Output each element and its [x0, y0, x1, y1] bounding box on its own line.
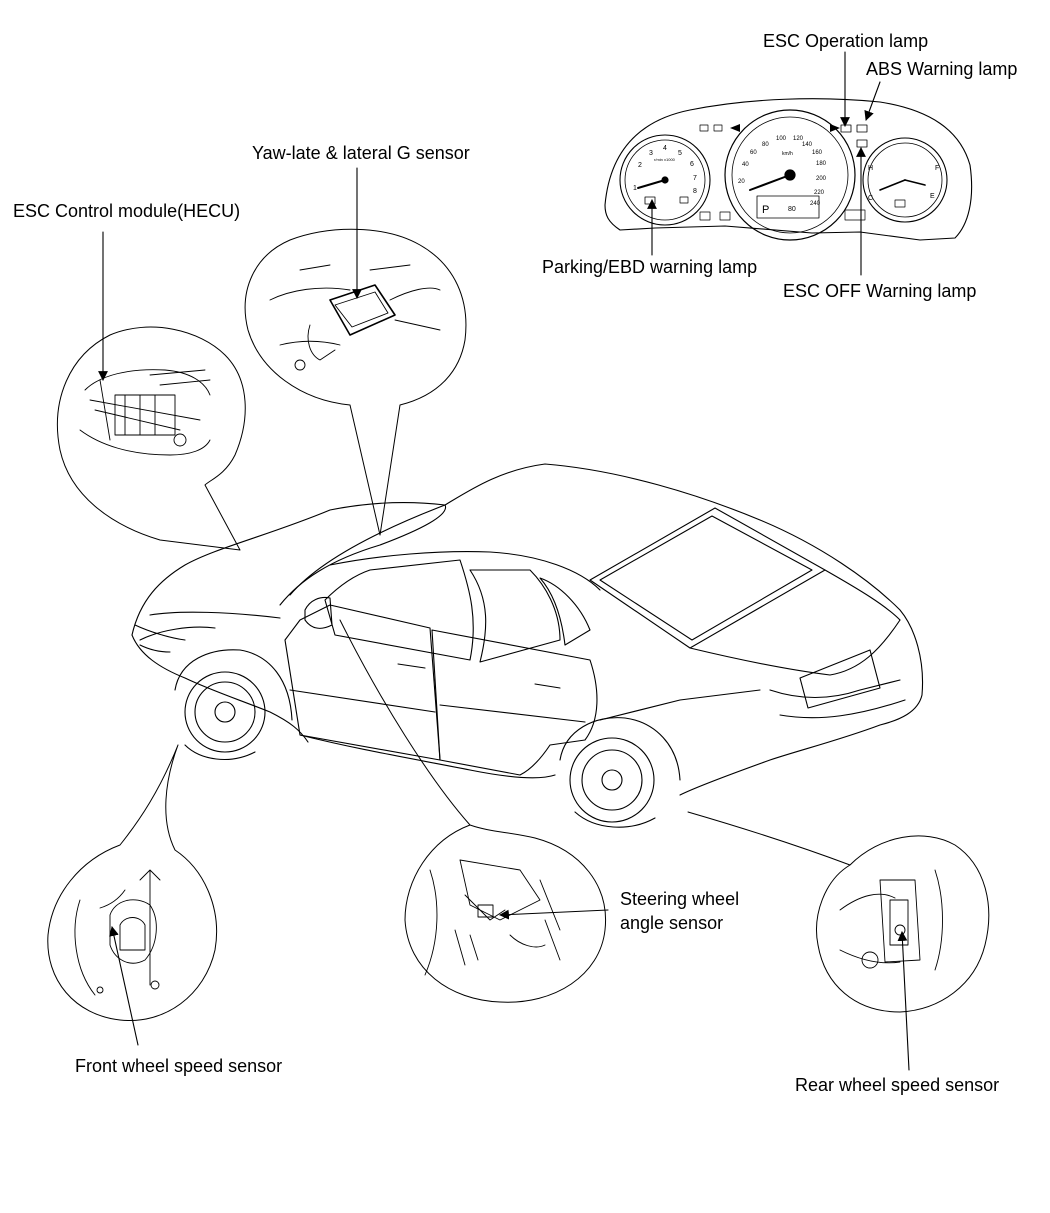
tach-number: 3 — [649, 150, 653, 157]
speed-number: 100 — [776, 136, 787, 142]
temp-cold: C — [868, 195, 873, 202]
tach-unit: r/min x1000 — [654, 157, 676, 162]
tach-number: 5 — [678, 150, 682, 157]
temp-hot: H — [868, 165, 873, 172]
speed-number: 220 — [814, 190, 825, 196]
rear-wheel-speed-sensor-label: Rear wheel speed sensor — [795, 1075, 1000, 1095]
hecu-callout-bubble — [56, 326, 246, 551]
esc-operation-lamp-icon — [840, 124, 852, 133]
speed-number: 80 — [762, 142, 769, 148]
parking-ebd-lamp-icon — [644, 196, 656, 205]
speed-number: 60 — [750, 150, 757, 156]
steering-angle-sensor-label-line1: Steering wheel — [620, 889, 740, 909]
abs-warning-lamp-icon — [856, 124, 868, 133]
front-wheel-sensor-callout-bubble — [47, 744, 218, 1022]
instrument-cluster — [604, 98, 973, 241]
speed-number: 180 — [816, 161, 827, 167]
front-wheel-speed-sensor-label: Front wheel speed sensor — [75, 1056, 283, 1076]
fuel-empty: E — [930, 193, 935, 200]
car-illustration — [131, 463, 924, 828]
speed-number: 140 — [802, 142, 813, 148]
tach-number: 6 — [690, 161, 694, 168]
esc-off-lamp-label: ESC OFF Warning lamp — [783, 281, 977, 301]
speed-unit: km/h — [782, 151, 793, 157]
fuel-full: F — [935, 165, 939, 172]
speed-number: 200 — [816, 176, 827, 182]
yaw-rate-sensor-label: Yaw-late & lateral G sensor — [252, 143, 470, 163]
steering-angle-sensor-label-line2: angle sensor — [620, 913, 724, 933]
tach-number: 7 — [693, 175, 697, 182]
steering-sensor-callout-bubble — [339, 619, 607, 1003]
tach-number: 1 — [633, 185, 637, 192]
parking-ebd-lamp-label: Parking/EBD warning lamp — [542, 257, 758, 277]
speed-number: 120 — [793, 136, 804, 142]
tach-number: 2 — [638, 162, 642, 169]
gear-indicator: P — [762, 204, 769, 216]
speed-number: 160 — [812, 150, 823, 156]
tach-number: 8 — [693, 188, 697, 195]
abs-warning-lamp-label: ABS Warning lamp — [866, 59, 1018, 79]
tach-number: 4 — [663, 145, 667, 152]
leader-lines — [98, 51, 910, 1071]
cluster-texts: 1 2 3 4 5 6 7 8 r/min x1000 20 40 60 80 … — [633, 136, 939, 216]
speed-number: 40 — [742, 162, 749, 168]
odometer: 80 — [788, 206, 796, 213]
esc-off-lamp-icon — [856, 139, 868, 148]
esc-control-module-label: ESC Control module(HECU) — [13, 201, 241, 221]
speed-number: 20 — [738, 179, 745, 185]
yaw-sensor-callout-bubble — [244, 228, 467, 536]
speed-number: 240 — [810, 201, 821, 207]
rear-wheel-sensor-callout-bubble — [687, 811, 990, 1013]
esc-operation-lamp-label: ESC Operation lamp — [763, 31, 929, 51]
